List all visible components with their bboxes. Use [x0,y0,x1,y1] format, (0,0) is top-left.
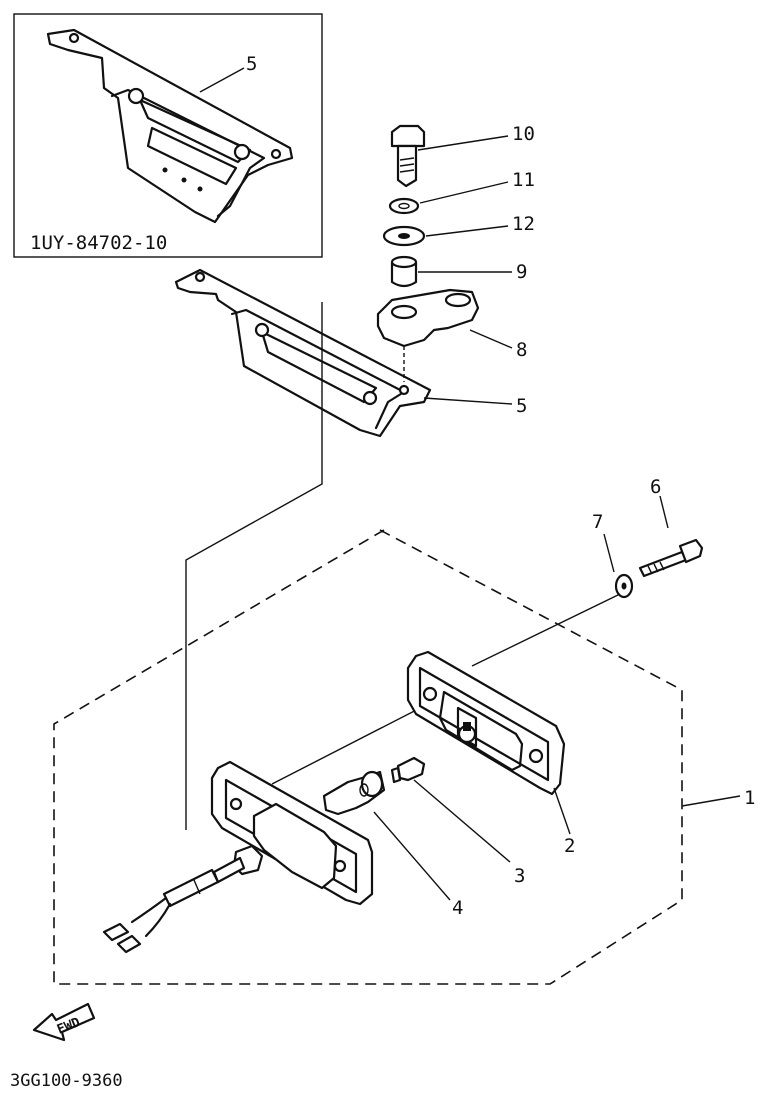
spring-washer-11 [388,197,420,215]
arm-8 [376,288,480,382]
washer-12 [382,225,426,247]
bracket-5 [174,268,432,438]
callout-9: 9 [516,261,527,283]
callout-12: 12 [512,213,535,235]
callout-1: 1 [744,787,755,809]
fwd-arrow-icon: FWD [32,1002,96,1042]
callout-6: 6 [650,476,661,498]
callout-10: 10 [512,123,535,145]
callout-11: 11 [512,169,535,191]
lamp-assembly-outline [53,529,683,985]
inset-panel: 5 1UY-84702-10 [13,13,323,258]
alignment-line-upper [471,593,621,667]
diagram-code: 3GG100-9360 [10,1071,123,1091]
callout-4: 4 [452,897,463,919]
collar-9 [390,255,418,288]
washer-7 [614,573,634,599]
inset-bracket [46,28,294,224]
callout-3: 3 [514,865,525,887]
screw-6 [638,538,704,578]
callout-5: 5 [516,395,527,417]
wiring-harness [102,856,246,954]
alignment-line-lower [271,703,429,785]
socket-4 [322,770,386,816]
bolt-10 [390,124,426,188]
bulb-3 [390,756,426,784]
callout-7: 7 [592,511,603,533]
assembly-guide-line [185,302,323,830]
inset-frame [13,13,323,258]
inset-callout-5: 5 [246,53,257,75]
inset-part-number: 1UY-84702-10 [30,232,167,254]
lamp-housing [210,760,374,906]
callout-8: 8 [516,339,527,361]
lens-2 [406,650,566,796]
callout-2: 2 [564,835,575,857]
